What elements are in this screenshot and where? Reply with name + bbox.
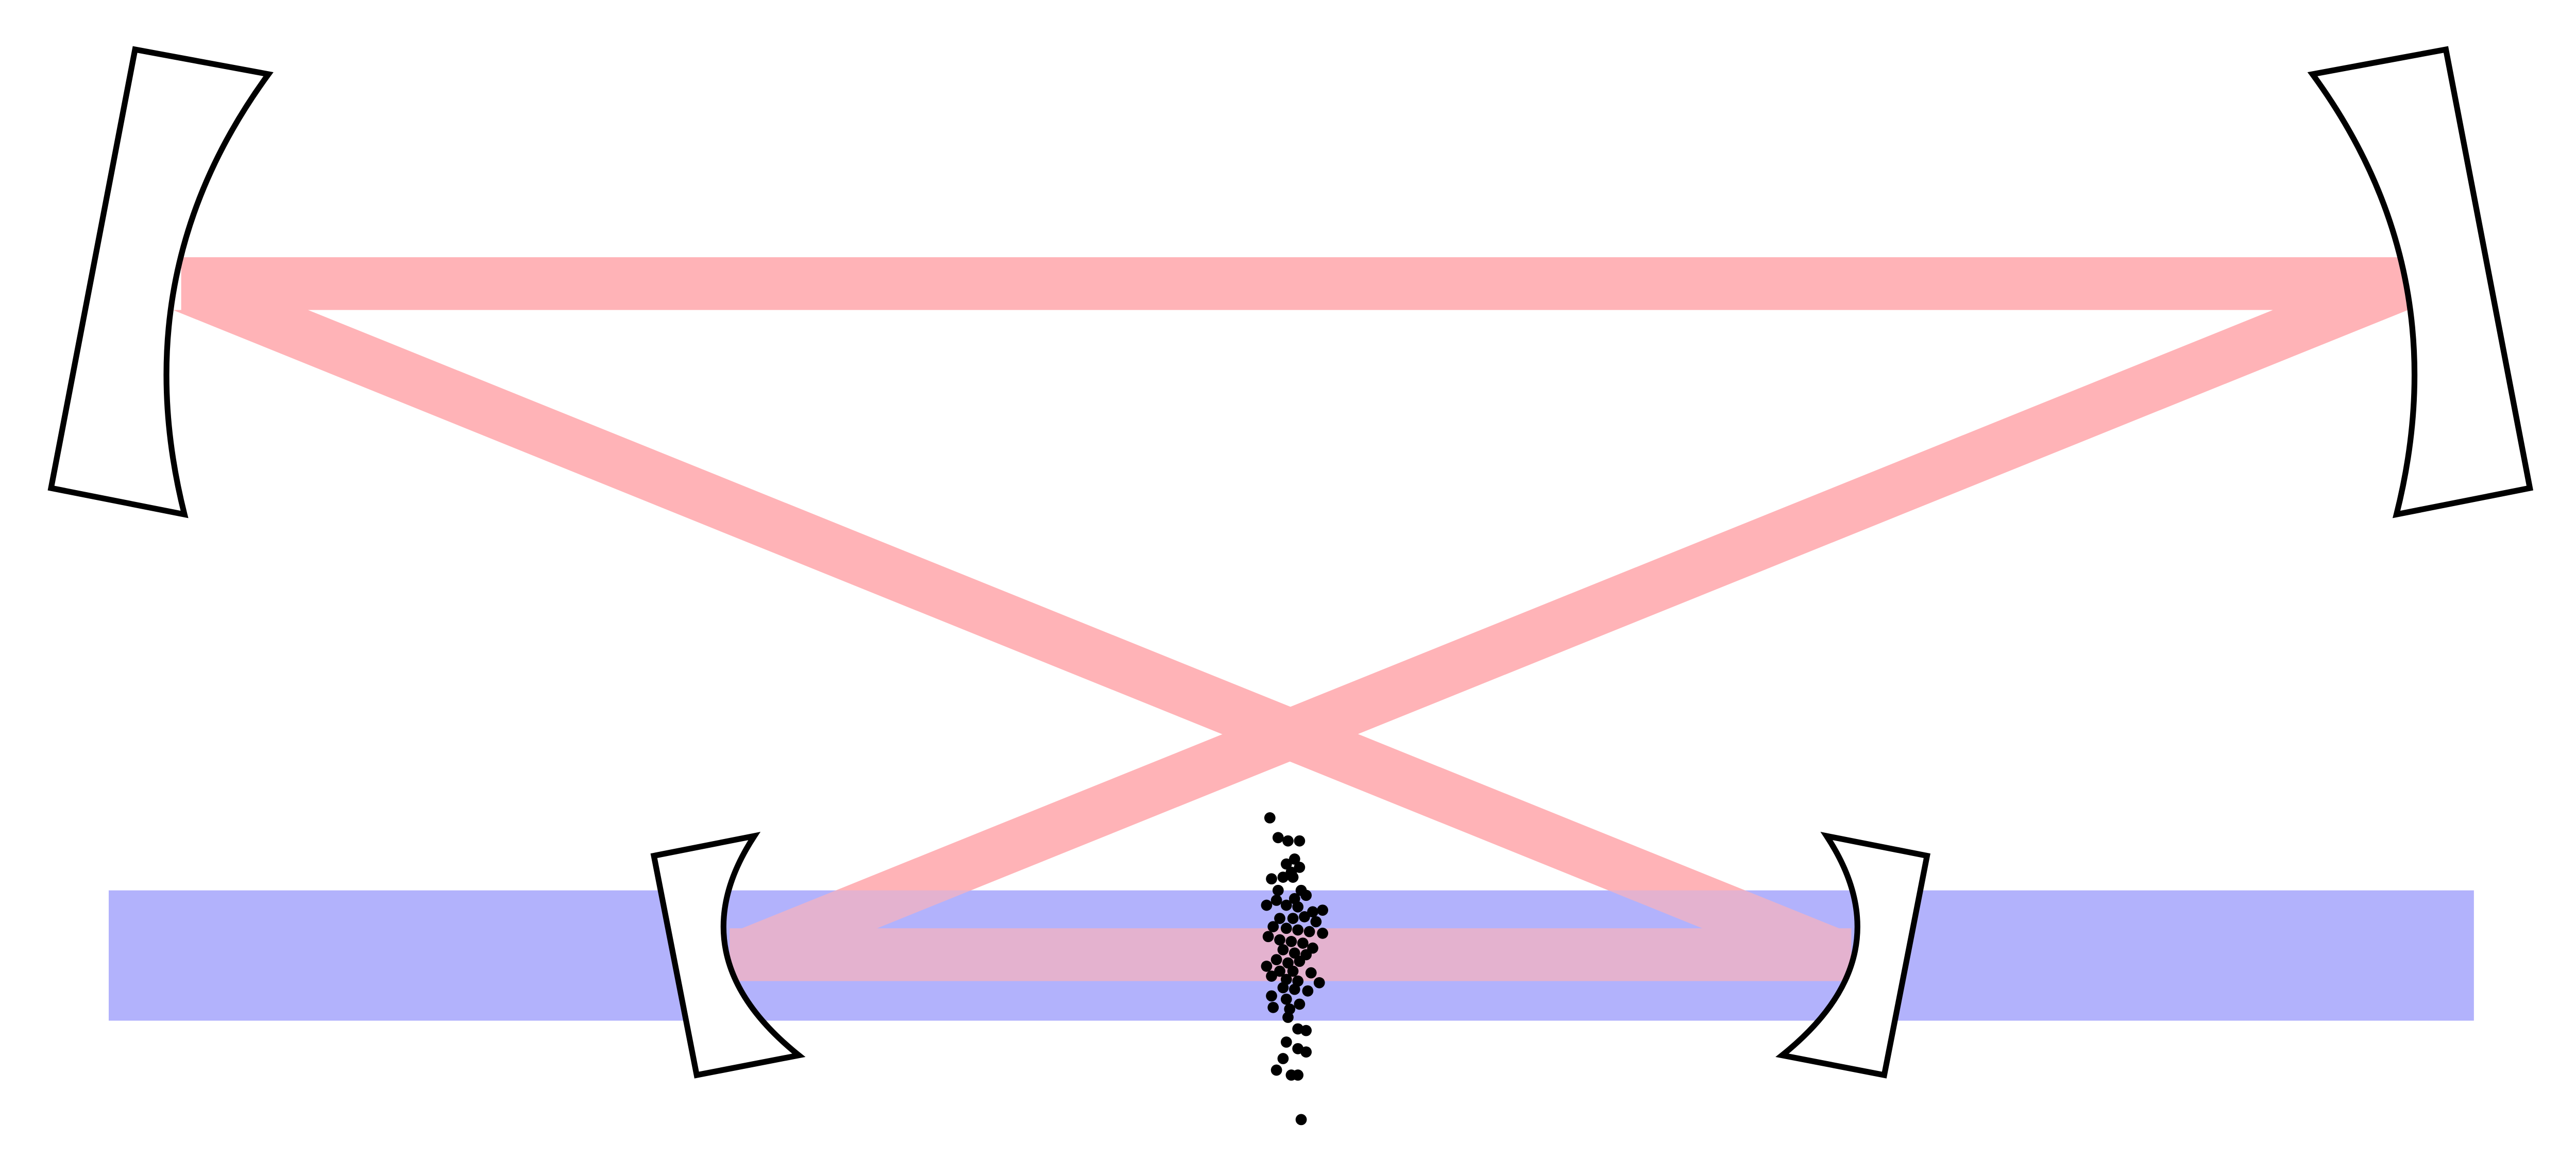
atom [1299,911,1310,923]
atom [1280,858,1292,870]
atom [1287,871,1299,883]
atom [1289,853,1300,865]
atom [1300,1025,1312,1036]
atom [1285,936,1297,947]
atom [1261,899,1273,911]
atom [1287,965,1299,977]
atom [1287,913,1299,924]
atom [1267,1001,1279,1013]
atom [1270,954,1282,965]
atom [1272,832,1284,844]
atom [1310,916,1322,928]
atom [1289,983,1300,995]
atom [1300,1046,1312,1058]
mirror-top-right [2307,46,2534,518]
atom [1270,895,1282,906]
atom [1261,960,1273,972]
atom [1303,926,1315,937]
atom [1282,835,1294,847]
atom [1262,931,1274,943]
atom [1264,812,1276,824]
atom [1292,1069,1304,1081]
atom [1294,835,1306,847]
atom [1292,924,1304,936]
atom [1277,1053,1289,1064]
atom [1280,993,1292,1005]
atom [1280,923,1292,934]
atom [1280,899,1292,911]
atom [1317,928,1329,939]
mirror-bottom-right [1775,832,1930,1079]
atom [1266,970,1277,982]
cavity-beam-diagonal-left-to-right [173,310,1852,933]
atom [1294,955,1306,967]
atom [1305,967,1317,979]
mirror-bottom-left [650,832,806,1079]
atom [1274,934,1285,946]
atom [1307,906,1318,918]
atom [1300,890,1312,901]
atom [1294,998,1306,1010]
atom [1289,947,1300,959]
mirror-top-left [47,46,274,518]
atom [1292,901,1304,913]
atom [1282,1012,1294,1023]
atom-cloud [1261,812,1329,1126]
atom [1295,1114,1307,1126]
atom [1267,921,1279,932]
atom [1313,977,1325,988]
atom [1297,937,1309,949]
atom [1317,904,1329,916]
cavity-beam [173,257,2408,981]
atom [1272,884,1284,896]
cavity-beam-top-arm [181,257,2408,310]
atom [1274,913,1285,924]
atom [1270,1064,1282,1076]
atom [1266,990,1277,1002]
atom [1280,1036,1292,1048]
atom [1282,957,1294,969]
atom [1277,982,1289,994]
atom [1294,862,1306,873]
cavity-beam-diagonal-right-to-left [730,310,2408,933]
atom [1277,871,1289,883]
atom [1302,985,1314,997]
atom [1266,873,1277,885]
atom [1274,965,1285,977]
atom [1277,944,1289,955]
